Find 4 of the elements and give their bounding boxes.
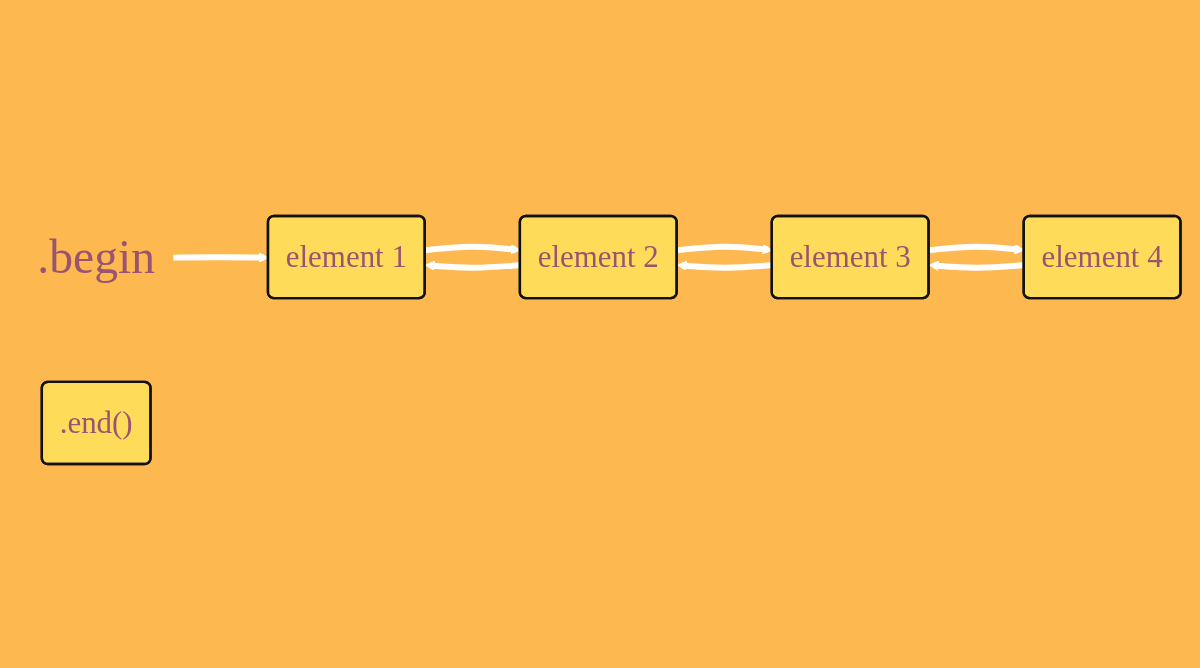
arrow [928, 260, 1025, 272]
arrow [676, 260, 773, 272]
node-text: .begin [37, 229, 155, 284]
arrow [424, 260, 521, 272]
